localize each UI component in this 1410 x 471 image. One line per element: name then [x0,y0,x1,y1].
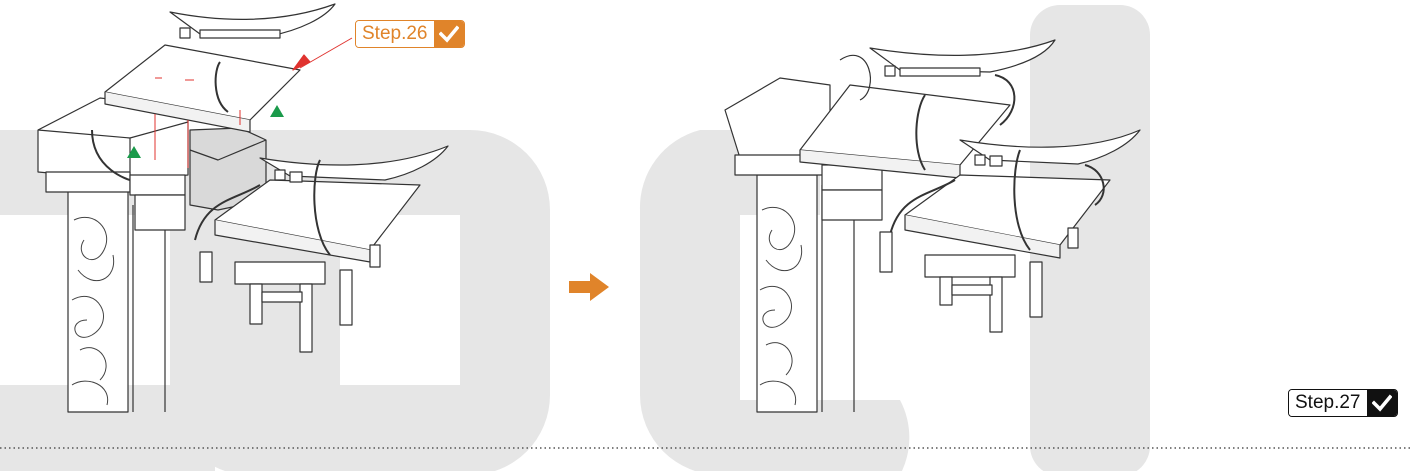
carved-pillar [68,190,128,412]
step-26-label: Step.26 [356,21,434,47]
step-27-badge: Step.27 [1288,389,1398,417]
check-icon [1367,390,1397,416]
step-27-label: Step.27 [1289,390,1367,416]
check-icon [434,21,464,47]
arrow-right-icon [569,273,609,301]
step-26-badge: Step.26 [355,20,465,48]
